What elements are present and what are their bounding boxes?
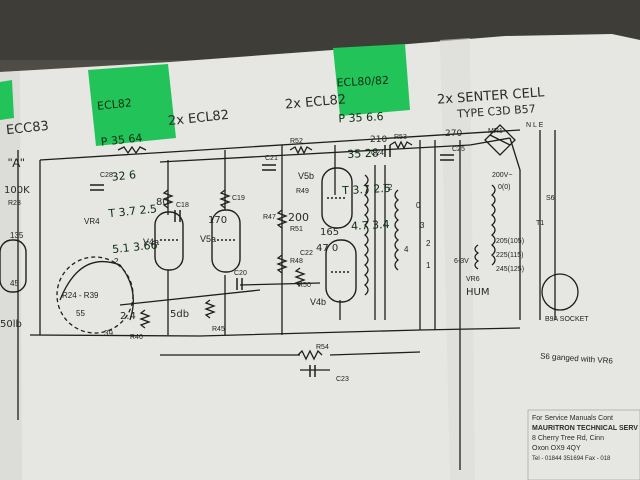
c20-label: C20 <box>234 270 247 277</box>
green-note-right-line: 4.7 3.4 <box>343 217 390 234</box>
v5db-label: 5db <box>170 309 190 320</box>
v5b-label: V5b <box>298 171 315 181</box>
green-note-right-line: 35 28 <box>339 146 380 162</box>
green-note-left-line: T 3.7 2.5 <box>107 202 158 221</box>
valve-v3 <box>0 239 27 293</box>
r49-label: R49 <box>296 188 309 195</box>
v135-label: 135 <box>10 231 24 240</box>
input-a-label: "A" <box>8 156 25 170</box>
valve-v4b <box>325 239 357 303</box>
green-note-right-line: ECL80/82 <box>336 73 390 90</box>
c23-label: C23 <box>336 376 349 383</box>
vr4-label: VR4 <box>84 217 100 226</box>
paper-edge-shade <box>0 71 22 480</box>
v470-label: 47 0 <box>316 243 339 254</box>
footer-line: Tel - 01844 351694 Fax - 018 <box>532 456 611 462</box>
num-55-label: 55 <box>76 309 85 318</box>
valves <box>0 167 357 303</box>
b9a-socket-label: B9A SOCKET <box>545 316 589 323</box>
footer-line: Oxon OX9 4QY <box>532 445 581 452</box>
c28-label: C28 <box>100 172 113 179</box>
c21-label: C21 <box>265 155 278 162</box>
transformer-coils <box>363 174 496 296</box>
s6-label: S6 <box>546 195 555 202</box>
valve-v5a <box>211 209 241 273</box>
r52-label: R52 <box>290 138 303 145</box>
out-4-label: 4 <box>404 245 409 254</box>
green-note-right-line: P 35 6.6 <box>338 110 384 126</box>
bridge-rectifier <box>484 124 516 156</box>
footer-line: For Service Manuals Cont <box>532 415 613 422</box>
r-100k-label: 100K <box>4 185 30 196</box>
vr-ring <box>56 256 134 334</box>
green-note-right-text: ECL80/82 P 35 6.6 35 28 T 3.7 2.5 4.7 3.… <box>335 51 397 245</box>
v4b-label: V4b <box>310 297 327 307</box>
solb-label: 50lb <box>0 319 22 330</box>
c25-label: C25 <box>452 146 465 153</box>
valve-v5b <box>321 167 353 229</box>
out-0-label: 0 <box>416 201 421 210</box>
out-2-label: 2 <box>426 239 431 248</box>
tap-225-label: 225(115) <box>496 252 524 259</box>
r48-label: R48 <box>290 258 303 265</box>
r47-label: R47 <box>263 214 276 221</box>
r24-r39-label: R24 - R39 <box>62 291 99 300</box>
resistors <box>117 140 413 361</box>
green-note-left-line: P 35 64 <box>100 131 144 149</box>
v165-label: 165 <box>320 227 340 238</box>
footer-box <box>527 409 640 480</box>
mains-200v-label: 200V~ <box>492 172 513 179</box>
nle-label: N L E <box>526 122 544 129</box>
v80-label: 80 <box>156 197 169 208</box>
v200-label: 200 <box>288 211 309 224</box>
valve-v4a <box>154 211 184 271</box>
v63-label: 6-3V <box>454 258 469 265</box>
tap-0-label: 0(0) <box>498 184 511 191</box>
r54-label: R54 <box>316 344 329 351</box>
r51-label: R51 <box>290 226 303 233</box>
paper-fold <box>440 38 475 480</box>
b9a-socket <box>541 273 579 311</box>
r50-label: R50 <box>298 282 311 289</box>
green-note-edge <box>0 80 14 120</box>
v24-label: 2.4 <box>120 311 136 322</box>
v5a-label: V5a <box>200 234 217 244</box>
num-39-label: 39 <box>104 329 113 338</box>
hum-label: HUM <box>466 287 490 298</box>
out-1-label: 1 <box>426 261 431 270</box>
tap-205-label: 205(105) <box>496 238 525 245</box>
t2-label: T2 <box>383 183 393 192</box>
vr6-label: VR6 <box>466 276 480 283</box>
v210-label: 210 <box>370 135 388 145</box>
mr1-label: MR1 <box>488 128 503 135</box>
r53-label: R53 <box>394 134 407 141</box>
capacitors <box>90 145 454 377</box>
green-note-left <box>88 64 176 146</box>
green-note-left-line: ECL82 <box>96 96 133 113</box>
paper-sheet <box>0 34 640 480</box>
r40-label: R40 <box>130 334 143 341</box>
out-3-label: 3 <box>420 221 425 230</box>
green-note-right <box>333 44 410 116</box>
v45-label: 45 <box>10 279 19 288</box>
r23-label: R23 <box>8 200 21 207</box>
v270-label: 270 <box>445 129 463 139</box>
service-footer: For Service Manuals Cont MAURITRON TECHN… <box>532 414 638 464</box>
c19-label: C19 <box>232 195 245 202</box>
v4a-label: V4a <box>143 237 160 247</box>
v170-label: 170 <box>208 215 228 226</box>
c24-label: C24 <box>371 150 384 157</box>
c18-label: C18 <box>176 202 189 209</box>
tap-245-label: 245(125) <box>496 266 525 273</box>
num-2-label: 2 <box>114 257 119 266</box>
c22-label: C22 <box>300 250 313 257</box>
footer-line: MAURITRON TECHNICAL SERV <box>532 425 638 432</box>
t1-label: T1 <box>536 220 545 227</box>
footer-line: 8 Cherry Tree Rd, Cinn <box>532 435 604 442</box>
r45-label: R45 <box>212 326 225 333</box>
